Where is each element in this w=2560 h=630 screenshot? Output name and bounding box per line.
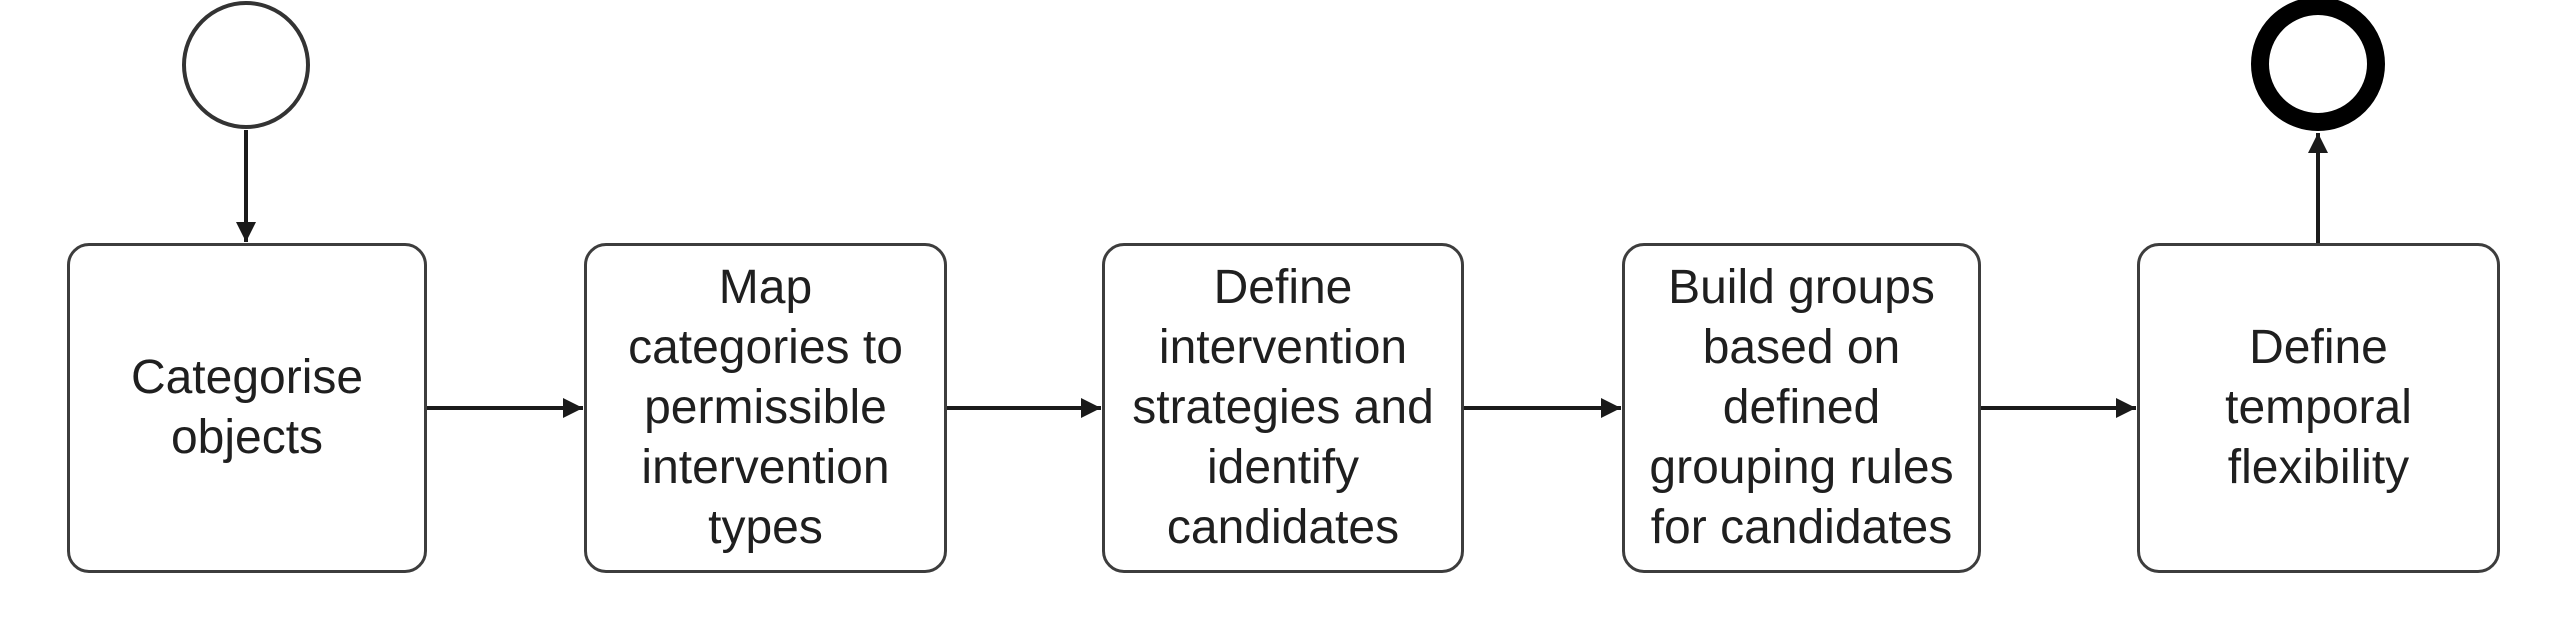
- task-label: Define intervention strategies and ident…: [1132, 261, 1434, 554]
- task-build-groups: Build groups based on defined grouping r…: [1622, 243, 1981, 573]
- task-define-intervention-strategies: Define intervention strategies and ident…: [1102, 243, 1464, 573]
- task-map-categories: Map categories to permissible interventi…: [584, 243, 947, 573]
- task-label: Build groups based on defined grouping r…: [1649, 261, 1954, 554]
- task-label: Categorise objects: [130, 351, 364, 464]
- task-label: Define temporal flexibility: [2225, 321, 2412, 494]
- start-event-circle: [182, 1, 310, 129]
- task-define-temporal-flexibility: Define temporal flexibility: [2137, 243, 2500, 573]
- end-event-circle: [2251, 0, 2385, 131]
- task-label: Map categories to permissible interventi…: [628, 261, 903, 554]
- task-categorise-objects: Categorise objects: [67, 243, 427, 573]
